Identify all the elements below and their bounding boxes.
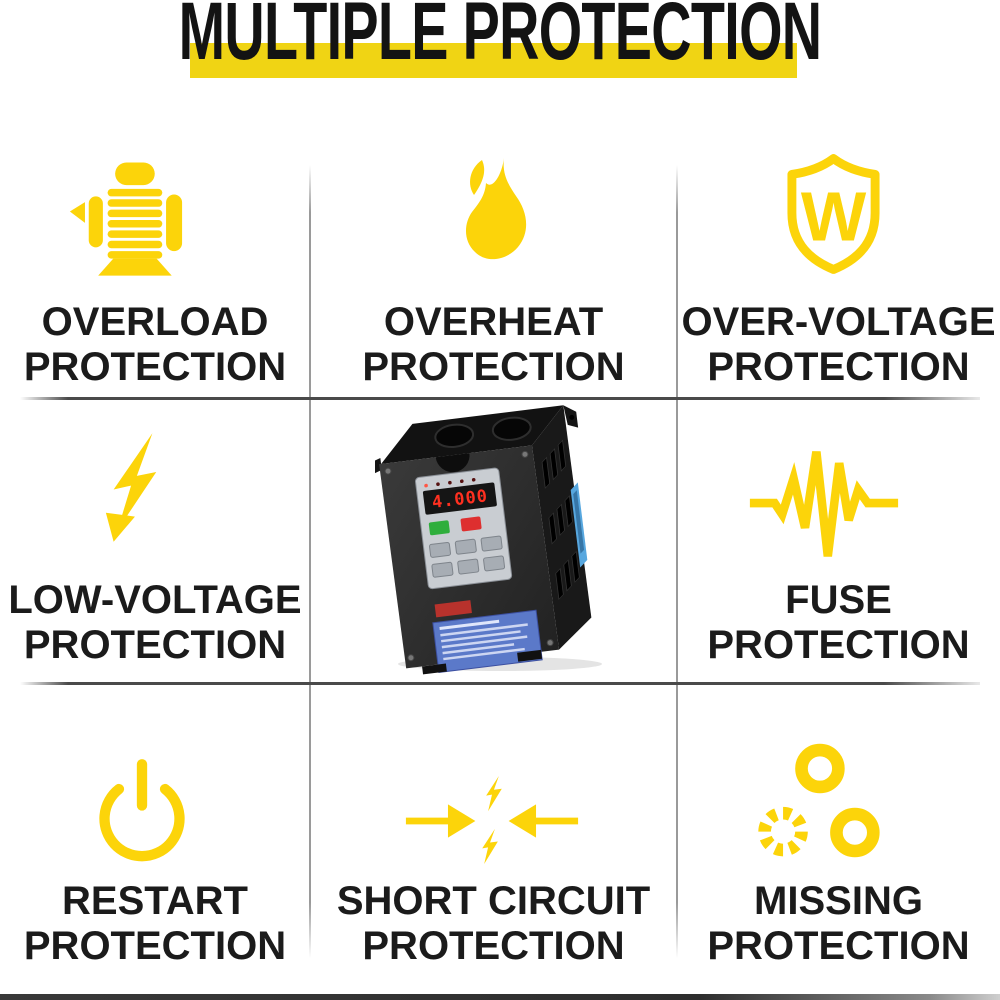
- pulse-icon: [748, 443, 900, 565]
- page-title: MULTIPLE PROTECTION: [178, 0, 822, 77]
- lightning-icon: [102, 432, 164, 545]
- shield-icon: W: [782, 153, 885, 275]
- seven-segment-display: [422, 482, 497, 515]
- motor-icon: [68, 160, 200, 280]
- title-highlight-bar: [190, 43, 797, 78]
- title-block: MULTIPLE PROTECTION: [0, 0, 1000, 95]
- spec-label: [432, 609, 543, 674]
- screws: [384, 450, 554, 662]
- cooling-fan: [491, 416, 532, 441]
- feature-over-voltage-protection: W OVER-VOLTAGE PROTECTION: [677, 150, 1000, 390]
- product-image: 4.000: [375, 398, 625, 676]
- feature-label: OVERHEAT PROTECTION: [362, 300, 625, 389]
- grid-horizontal-line-top: [20, 397, 980, 400]
- feature-missing-protection: MISSING PROTECTION: [677, 740, 1000, 980]
- grid-vertical-line-right: [676, 165, 678, 958]
- flame-icon: [452, 158, 534, 272]
- feature-low-voltage-protection: LOW-VOLTAGE PROTECTION: [0, 425, 310, 667]
- feature-overheat-protection: OVERHEAT PROTECTION: [310, 150, 677, 390]
- feature-label: MISSING PROTECTION: [707, 879, 970, 968]
- cooling-fan: [434, 423, 475, 448]
- side-label: [570, 482, 588, 568]
- stop-button: [460, 516, 482, 532]
- control-panel: 4.000: [415, 467, 513, 590]
- feature-fuse-protection: FUSE PROTECTION: [677, 425, 1000, 667]
- feature-short-circuit-protection: SHORT CIRCUIT PROTECTION: [310, 750, 677, 980]
- feature-label: LOW-VOLTAGE PROTECTION: [8, 578, 302, 667]
- shield-letter: W: [801, 178, 867, 256]
- side-vents: [541, 439, 580, 601]
- phase-rings-icon: [752, 741, 884, 862]
- grid-horizontal-line-bottom: [20, 682, 980, 685]
- feature-label: OVER-VOLTAGE PROTECTION: [681, 300, 996, 389]
- feature-label: FUSE PROTECTION: [707, 578, 970, 667]
- keypad-buttons: [429, 535, 506, 578]
- feature-label: SHORT CIRCUIT PROTECTION: [336, 879, 651, 968]
- bottom-edge-bar: [0, 994, 1000, 1000]
- run-button: [428, 520, 450, 536]
- short-circuit-icon: [402, 776, 582, 866]
- feature-label: RESTART PROTECTION: [23, 879, 287, 968]
- grid-vertical-line-left: [309, 165, 311, 958]
- power-icon: [97, 758, 187, 868]
- feature-label: OVERLOAD PROTECTION: [23, 300, 287, 389]
- feature-restart-protection: RESTART PROTECTION: [0, 750, 310, 980]
- feature-overload-protection: OVERLOAD PROTECTION: [0, 150, 310, 390]
- brand-label: [434, 600, 472, 618]
